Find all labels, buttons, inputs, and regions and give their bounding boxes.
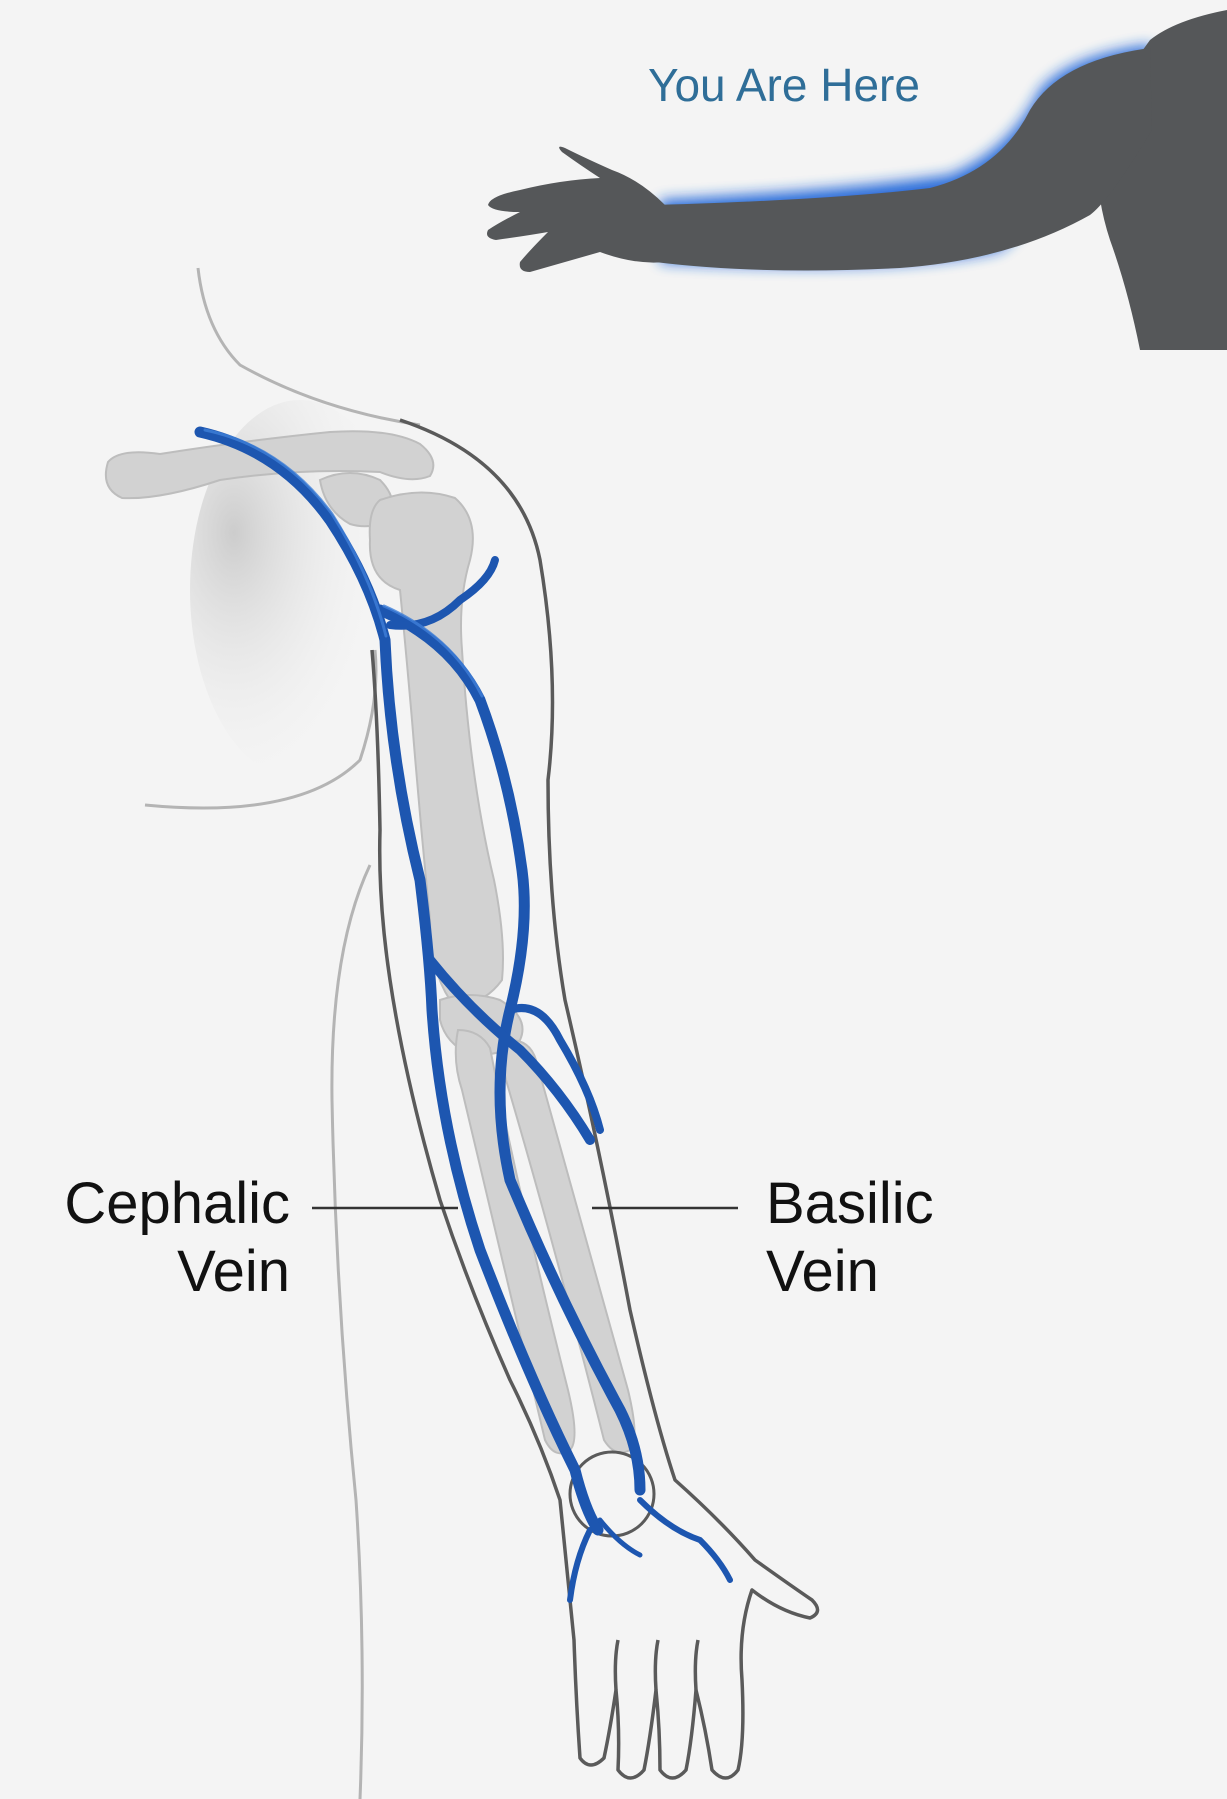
- hand-vein-1: [570, 1530, 590, 1600]
- finger-line-1: [615, 1640, 618, 1690]
- locator-hand: [487, 147, 665, 272]
- hand-vein-2: [640, 1500, 730, 1580]
- cephalic-label-line2: Vein: [20, 1238, 290, 1306]
- you-are-here-label: You Are Here: [648, 58, 920, 112]
- basilic-label-line1: Basilic: [766, 1170, 934, 1238]
- cephalic-vein-label: Cephalic Vein: [20, 1170, 290, 1306]
- finger-line-3: [695, 1640, 698, 1690]
- basilic-vein-label: Basilic Vein: [766, 1170, 934, 1306]
- side-line: [332, 865, 370, 1799]
- basilic-label-line2: Vein: [766, 1238, 934, 1306]
- cephalic-label-line1: Cephalic: [20, 1170, 290, 1238]
- finger-line-2: [655, 1640, 658, 1690]
